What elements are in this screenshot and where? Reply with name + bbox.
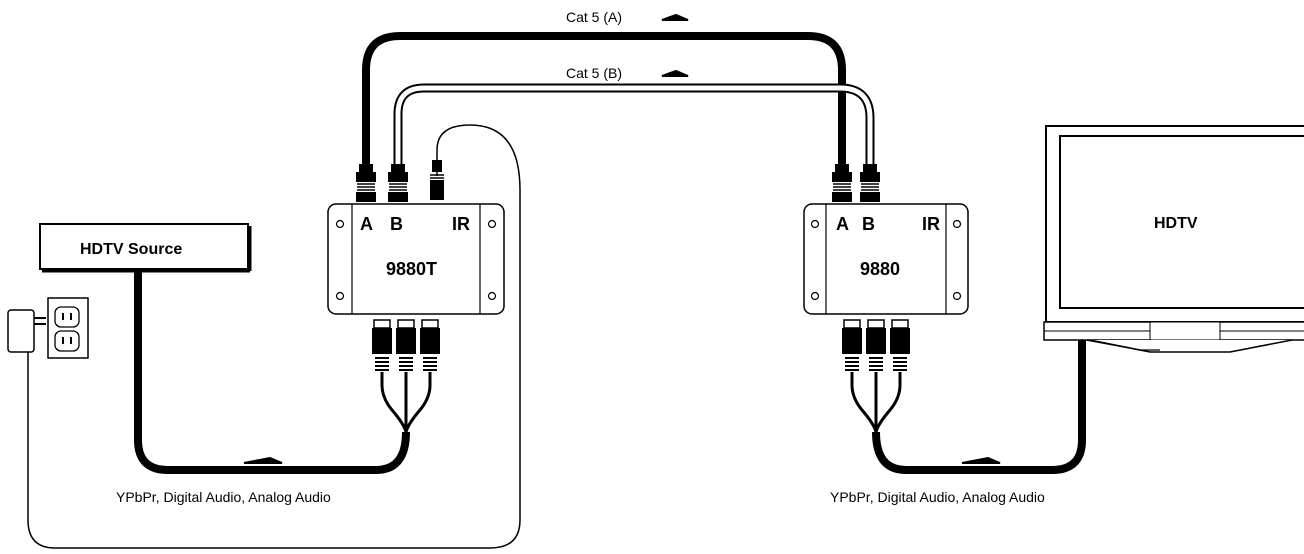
transmitter-port-a: A [360, 214, 373, 234]
transmitter-port-b: B [390, 214, 403, 234]
receiver-rca-3 [889, 319, 911, 371]
hdtv-source-label: HDTV Source [80, 241, 182, 258]
ir-plug [430, 160, 444, 200]
cat5-b-arrow [661, 69, 689, 77]
transmitter-rj45-a [355, 163, 377, 203]
cat5-a-arrow [661, 13, 689, 21]
left-signal-label: YPbPr, Digital Audio, Analog Audio [116, 489, 331, 505]
power-adapter [7, 309, 46, 353]
receiver-rca-1 [841, 319, 863, 371]
receiver-port-ir: IR [922, 214, 940, 234]
right-signal-label: YPbPr, Digital Audio, Analog Audio [830, 489, 1045, 505]
hdtv-display [1043, 125, 1304, 353]
hdtv-source-box [39, 223, 252, 273]
receiver-rj45-b [859, 163, 881, 203]
receiver-port-a: A [836, 214, 849, 234]
receiver-rca-2 [865, 319, 887, 371]
receiver-box [803, 203, 969, 315]
transmitter-box [327, 203, 505, 315]
receiver-model: 9880 [860, 259, 900, 279]
transmitter-port-ir: IR [452, 214, 470, 234]
right-av-arrow [961, 456, 1001, 464]
transmitter-model: 9880T [386, 259, 437, 279]
ir-cable [27, 124, 521, 549]
right-av-bundle [850, 372, 902, 433]
left-av-arrow [243, 456, 283, 464]
transmitter-rca-3 [419, 319, 441, 371]
wall-outlet [47, 297, 89, 359]
transmitter-rca-2 [395, 319, 417, 371]
transmitter-rca-1 [371, 319, 393, 371]
right-av-cable [872, 340, 1086, 474]
hdtv-label: HDTV [1154, 215, 1198, 232]
transmitter-rj45-b [387, 163, 409, 203]
receiver-port-b: B [862, 214, 875, 234]
receiver-rj45-a [831, 163, 853, 203]
cat5-b-cable [393, 83, 875, 170]
left-av-cable [134, 272, 410, 474]
cat5-a-cable [362, 32, 846, 170]
cat5-b-label: Cat 5 (B) [566, 65, 622, 81]
cat5-a-label: Cat 5 (A) [566, 9, 622, 25]
left-av-bundle [380, 372, 432, 433]
